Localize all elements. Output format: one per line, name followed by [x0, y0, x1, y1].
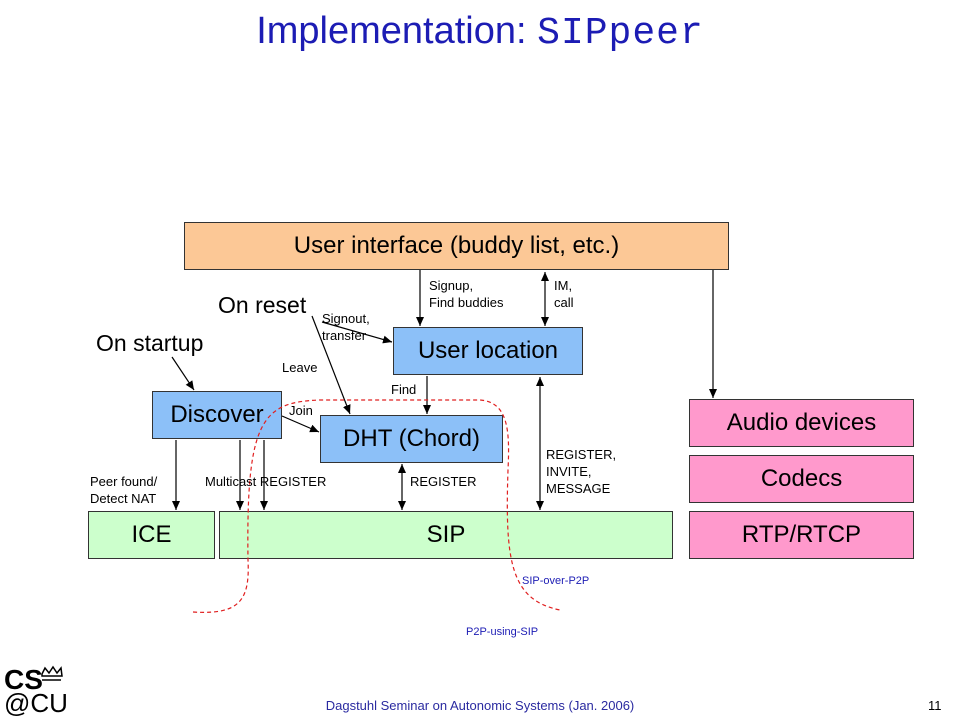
- rtp-rtcp-box: RTP/RTCP: [689, 511, 914, 559]
- sip-over-p2p-label: SIP-over-P2P: [522, 575, 590, 587]
- arrow-signout: [321, 321, 393, 344]
- codecs-box: Codecs: [689, 455, 914, 503]
- ice-box: ICE: [88, 511, 215, 559]
- signout-label: Signout, transfer: [322, 311, 370, 343]
- footer-text: Dagstuhl Seminar on Autonomic Systems (J…: [325, 698, 635, 713]
- dashed-p2p-using-sip: [192, 399, 561, 613]
- p2p-using-sip-label: P2P-using-SIP: [466, 626, 539, 638]
- user-interface-box: User interface (buddy list, etc.): [184, 222, 729, 270]
- peer-found-label: Peer found/ Detect NAT: [90, 474, 158, 506]
- signup-label: Signup, Find buddies: [429, 278, 504, 310]
- page-title: Implementation: SIPpeer: [0, 10, 960, 55]
- title-code: SIPpeer: [537, 12, 704, 55]
- logo-cs: CS: [4, 664, 43, 695]
- page-number: 11: [928, 698, 942, 713]
- register-invite-message-label: REGISTER, INVITE, MESSAGE: [546, 447, 617, 496]
- crown-icon: [41, 665, 63, 681]
- im-call-label: IM, call: [554, 278, 574, 310]
- discover-box: Discover: [152, 391, 282, 439]
- sip-box: SIP: [219, 511, 673, 559]
- on-reset-label: On reset: [218, 292, 307, 318]
- join-label: Join: [289, 403, 313, 418]
- audio-devices-box: Audio devices: [689, 399, 914, 447]
- arrow-on-startup: [171, 356, 195, 391]
- arrow-join: [281, 415, 320, 433]
- columbia-cs-logo: CS @CU: [4, 664, 68, 718]
- on-startup-label: On startup: [96, 330, 204, 356]
- multicast-register-label: Multicast REGISTER: [205, 474, 327, 489]
- register-label: REGISTER: [410, 474, 477, 489]
- find-label: Find: [391, 382, 417, 397]
- arrow-on-reset: [311, 315, 351, 415]
- user-location-box: User location: [393, 327, 583, 375]
- title-main: Implementation:: [256, 10, 527, 52]
- leave-label: Leave: [282, 360, 318, 375]
- logo-cu: @CU: [4, 688, 68, 718]
- dht-box: DHT (Chord): [320, 415, 503, 463]
